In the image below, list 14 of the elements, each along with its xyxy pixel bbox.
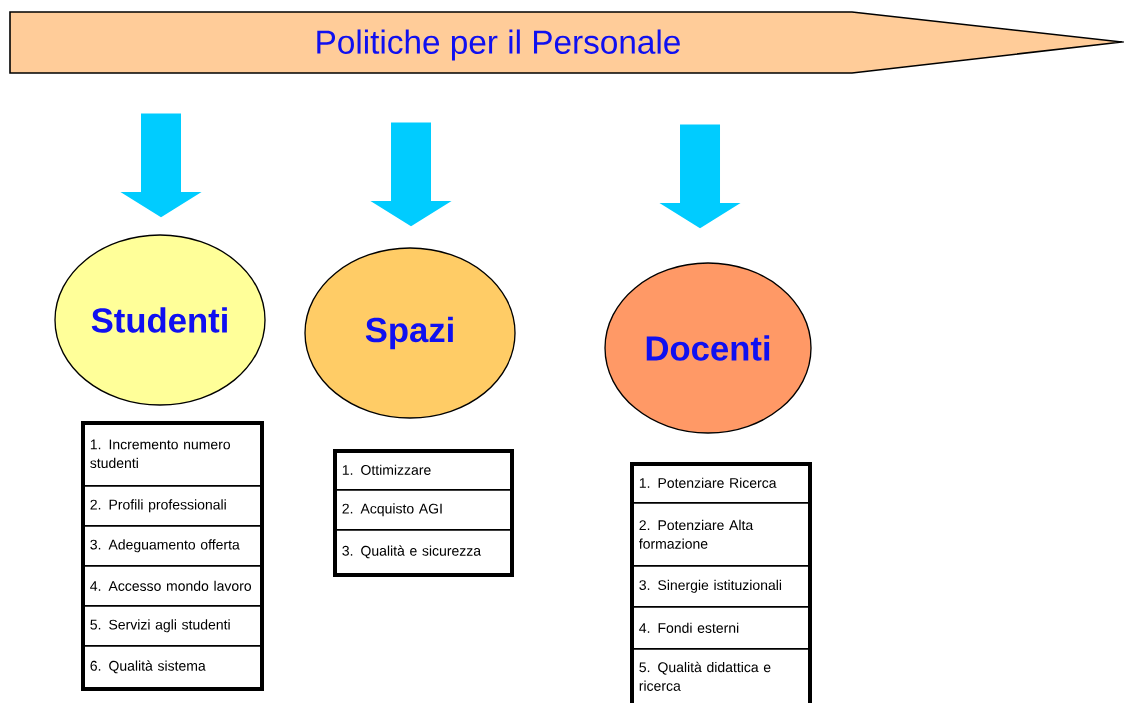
table-cell: 3. Sinergie istituzionali xyxy=(630,565,810,608)
table-cell: 5. Servizi agli studenti xyxy=(81,605,262,647)
table-cell: 1. Incremento numero studenti xyxy=(81,421,262,487)
table-cell: 2. Potenziare Alta formazione xyxy=(630,502,810,567)
table-cell: 2. Profili professionali xyxy=(81,485,262,527)
table-cell: 4. Accesso mondo lavoro xyxy=(81,565,262,607)
table-cell: 3. Adeguamento offerta xyxy=(81,525,262,567)
table-cell: 5. Qualità didattica e ricerca xyxy=(630,648,810,703)
table-cell: 1. Ottimizzare xyxy=(333,449,512,491)
table-cell: 2. Acquisto AGI xyxy=(333,489,512,531)
table-cell: 4. Fondi esterni xyxy=(630,606,810,650)
table-cell: 3. Qualità e sicurezza xyxy=(333,529,512,575)
table-cell: 1. Potenziare Ricerca xyxy=(630,462,810,504)
table-cell: 6. Qualità sistema xyxy=(81,645,262,689)
